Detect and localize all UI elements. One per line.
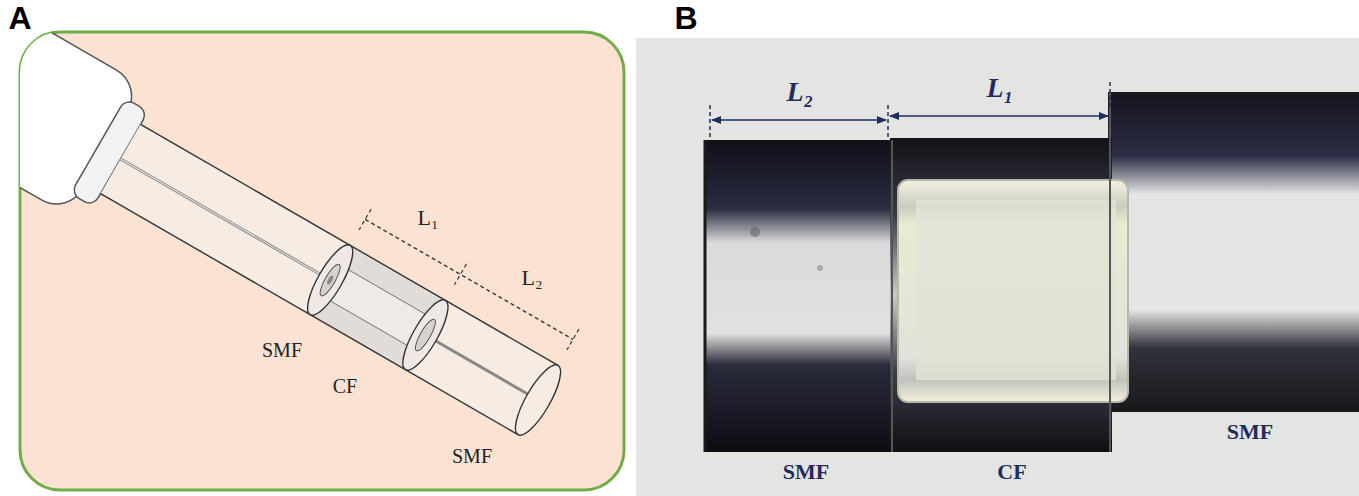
part-label: CF	[333, 376, 357, 396]
part-label: SMF	[452, 446, 492, 466]
dimension-label: L₂	[787, 78, 814, 106]
part-label: SMF	[783, 461, 829, 483]
dimension-label: L₂	[521, 267, 542, 289]
panel-letter: A	[8, 2, 31, 34]
part-label: SMF	[1227, 421, 1273, 443]
dimension-label: L₁	[417, 207, 438, 229]
panel-letter: B	[674, 2, 697, 34]
part-label: CF	[997, 461, 1026, 483]
dimension-label: L₁	[987, 74, 1014, 102]
part-label: SMF	[262, 340, 302, 360]
